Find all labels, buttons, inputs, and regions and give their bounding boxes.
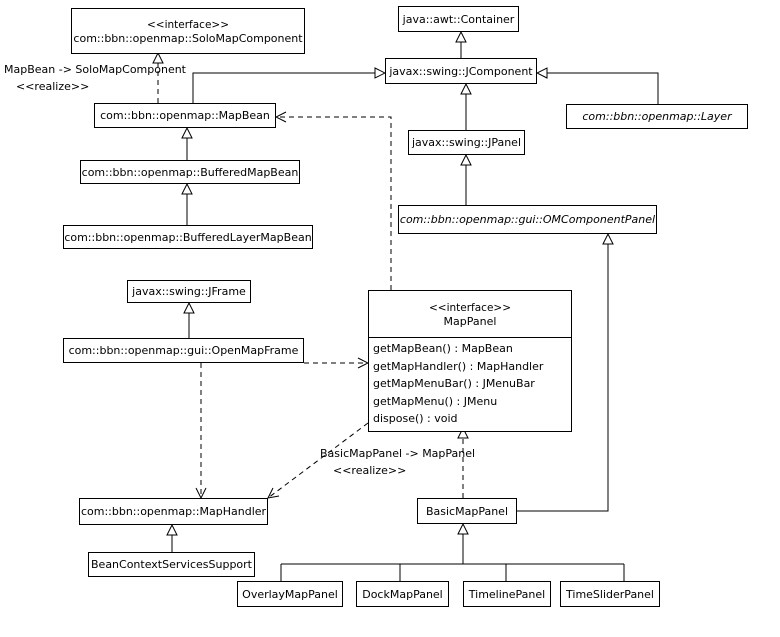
class-timeline-panel[interactable]: TimelinePanel	[463, 581, 551, 607]
class-name: com::bbn::openmap::MapHandler	[80, 505, 267, 518]
gen-mapbean-jcomponent	[192, 73, 385, 103]
class-name: TimelinePanel	[468, 587, 546, 601]
class-name: MapPanel	[443, 314, 497, 328]
class-open-map-frame[interactable]: com::bbn::openmap::gui::OpenMapFrame	[63, 338, 304, 363]
class-map-bean[interactable]: com::bbn::openmap::MapBean	[94, 103, 276, 128]
operation-item: getMapBean() : MapBean	[373, 342, 513, 355]
realize-label-mapbean: MapBean -> SoloMapComponent	[4, 63, 186, 76]
class-name: com::bbn::openmap::BufferedLayerMapBean	[64, 230, 312, 244]
class-name: javax::swing::JPanel	[411, 136, 522, 149]
class-solo-map-component[interactable]: <<interface>> com::bbn::openmap::SoloMap…	[71, 8, 305, 54]
class-overlay-map-panel[interactable]: OverlayMapPanel	[237, 581, 343, 607]
class-name: TimeSliderPanel	[566, 587, 654, 601]
class-buffered-layer-map-bean[interactable]: com::bbn::openmap::BufferedLayerMapBean	[63, 225, 313, 249]
operations-compartment: getMapBean() : MapBean getMapHandler() :…	[369, 338, 571, 430]
class-om-component-panel[interactable]: com::bbn::openmap::gui::OMComponentPanel	[398, 205, 657, 234]
class-name: DockMapPanel	[362, 587, 443, 601]
class-buffered-map-bean[interactable]: com::bbn::openmap::BufferedMapBean	[80, 160, 300, 184]
gen-layer-jcomponent	[537, 73, 659, 104]
realize-stereo-basic: <<realize>>	[333, 464, 407, 477]
class-name: BeanContextServicesSupport	[91, 558, 252, 571]
operation-item: getMapHandler() : MapHandler	[373, 359, 544, 373]
operation-item: getMapMenu() : JMenu	[373, 394, 498, 408]
class-dock-map-panel[interactable]: DockMapPanel	[356, 581, 449, 607]
stereotype-label: <<interface>>	[428, 301, 512, 314]
operation-item: dispose() : void	[373, 412, 458, 425]
class-layer[interactable]: com::bbn::openmap::Layer	[566, 104, 748, 129]
class-name: com::bbn::openmap::BufferedMapBean	[81, 165, 299, 179]
stereotype-label: <<interface>>	[146, 18, 230, 31]
realize-stereo-mapbean: <<realize>>	[16, 80, 90, 93]
class-header: <<interface>> MapPanel	[369, 291, 571, 338]
class-jframe[interactable]: javax::swing::JFrame	[127, 280, 251, 303]
class-name: com::bbn::openmap::Layer	[582, 110, 732, 123]
class-name: javax::swing::JFrame	[132, 285, 246, 298]
class-bean-context-services-support[interactable]: BeanContextServicesSupport	[88, 552, 255, 577]
class-name: OverlayMapPanel	[242, 587, 338, 601]
class-name: javax::swing::JComponent	[389, 64, 533, 78]
class-time-slider-panel[interactable]: TimeSliderPanel	[560, 581, 660, 607]
class-awt-container[interactable]: java::awt::Container	[398, 6, 519, 32]
class-jpanel[interactable]: javax::swing::JPanel	[408, 130, 525, 155]
class-name: com::bbn::openmap::MapBean	[100, 109, 270, 122]
class-map-handler[interactable]: com::bbn::openmap::MapHandler	[79, 498, 268, 525]
class-name: BasicMapPanel	[425, 504, 508, 518]
class-name: com::bbn::openmap::gui::OpenMapFrame	[68, 344, 299, 357]
gen-basicmappanel-omcomponentpanel	[517, 234, 608, 512]
class-jcomponent[interactable]: javax::swing::JComponent	[385, 58, 537, 84]
dep-mappanel-mapbean	[276, 117, 392, 290]
class-basic-map-panel[interactable]: BasicMapPanel	[417, 498, 517, 524]
class-name: java::awt::Container	[402, 12, 515, 26]
class-name: com::bbn::openmap::gui::OMComponentPanel	[399, 213, 656, 226]
dep-mappanel-maphandler	[268, 422, 369, 498]
class-name: com::bbn::openmap::SoloMapComponent	[73, 31, 303, 45]
operation-item: getMapMenuBar() : JMenuBar	[373, 377, 535, 390]
class-map-panel[interactable]: <<interface>> MapPanel getMapBean() : Ma…	[368, 290, 572, 432]
realize-label-basic: BasicMapPanel -> MapPanel	[320, 447, 476, 460]
